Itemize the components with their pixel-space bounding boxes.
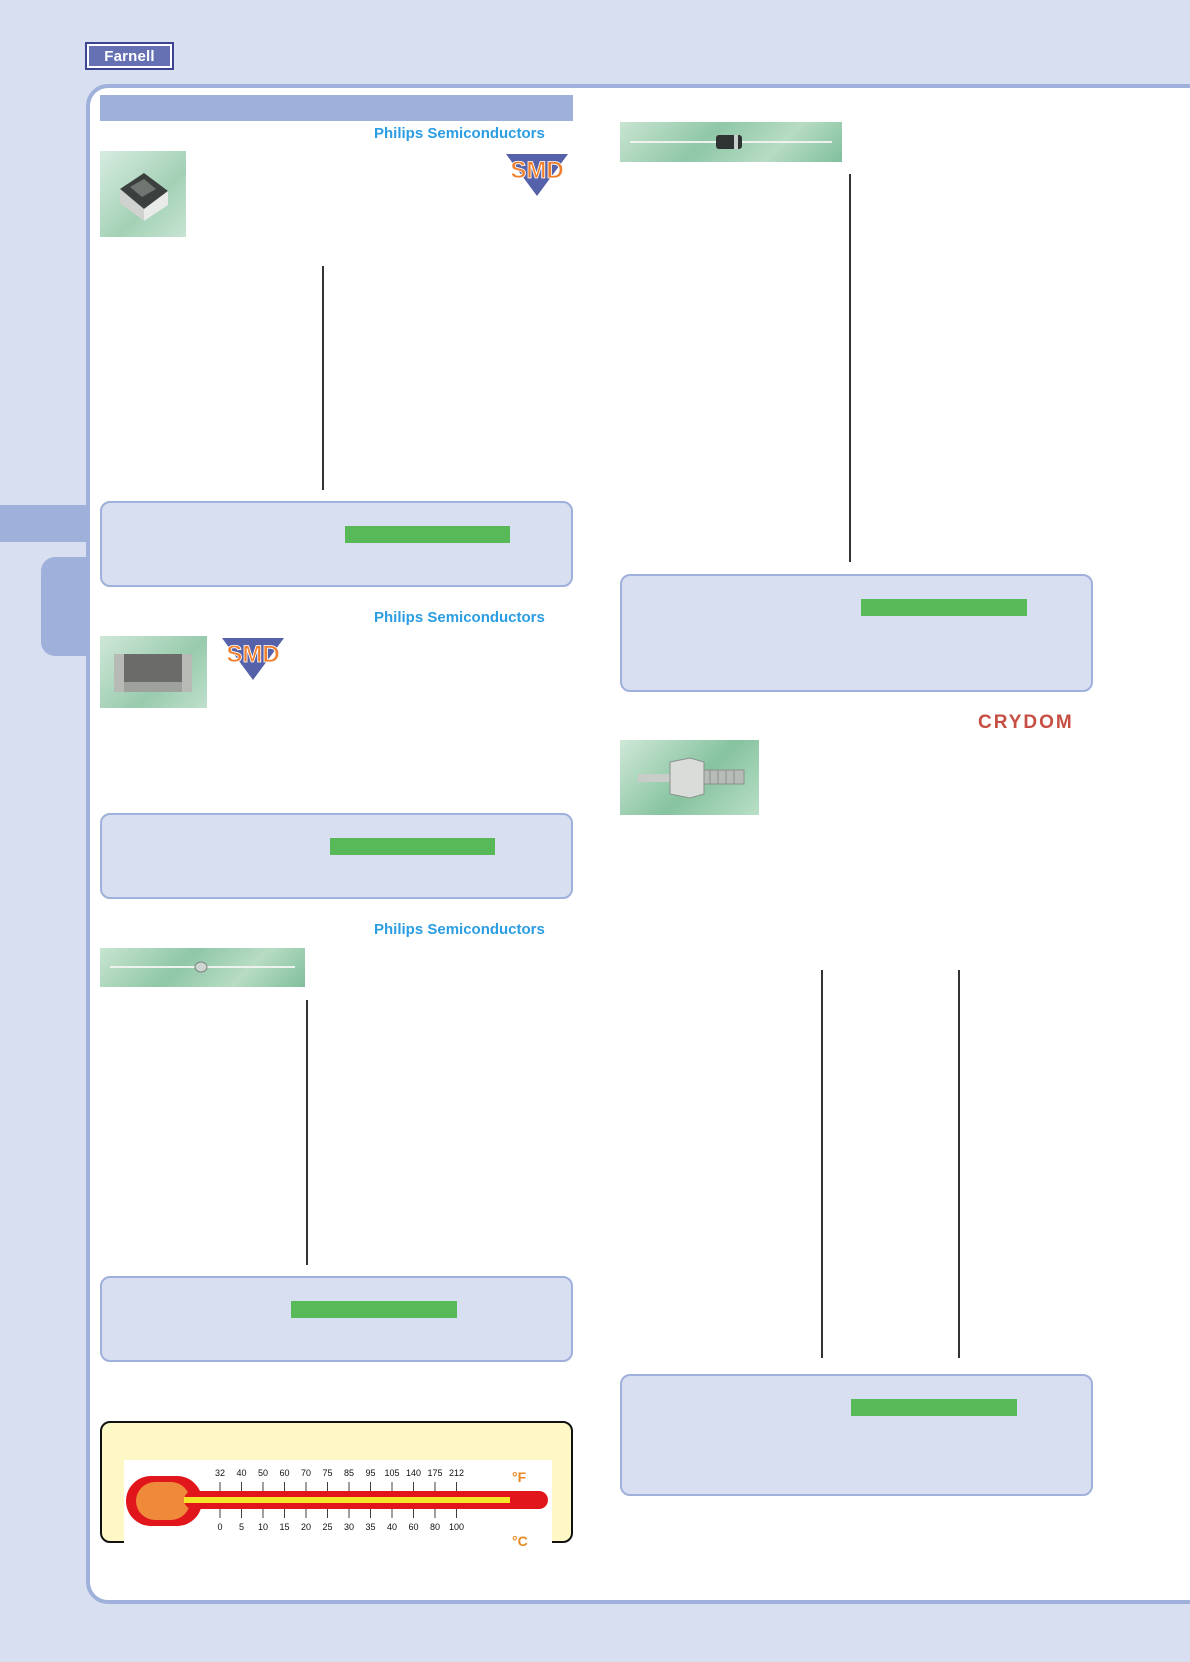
info-box-3 [100, 1276, 573, 1362]
celsius-tick-label: 80 [430, 1522, 440, 1532]
product-photo-stud-diode [620, 740, 759, 815]
celsius-tick-label: 20 [301, 1522, 311, 1532]
brand-philips-3: Philips Semiconductors [374, 921, 545, 938]
fahrenheit-tick-label: 75 [322, 1468, 332, 1478]
section-header-bar [100, 95, 573, 121]
fahrenheit-tick-label: 85 [344, 1468, 354, 1478]
fahrenheit-tick-label: 212 [449, 1468, 464, 1478]
column-divider-5a [821, 970, 823, 1358]
celsius-tick-label: 30 [344, 1522, 354, 1532]
fahrenheit-tick-group: 32 40 50 60 70 75 85 95 105 140 175 212 [215, 1468, 464, 1491]
thermometer-scale: 32 40 50 60 70 75 85 95 105 140 175 212 0 5 10 15 20 25 3… [124, 1460, 552, 1552]
fahrenheit-tick-label: 50 [258, 1468, 268, 1478]
side-section-tab[interactable] [41, 557, 93, 656]
thermometer-graphic: 32 40 50 60 70 75 85 95 105 140 175 212 0 5 10 15 20 25 3… [126, 1468, 548, 1549]
axial-diode-black-illustration [630, 135, 832, 149]
product-photo-axial-diode [100, 948, 305, 987]
celsius-tick-label: 15 [279, 1522, 289, 1532]
stud-diode-illustration [638, 757, 745, 799]
side-tab-strip [0, 505, 90, 542]
info-box-4 [620, 574, 1093, 692]
celsius-tick-label: 100 [449, 1522, 464, 1532]
celsius-unit-label: °C [512, 1533, 528, 1549]
info-box-5 [620, 1374, 1093, 1496]
info-box-1 [100, 501, 573, 587]
brand-crydom: CRYDOM [978, 712, 1074, 733]
product-photo-smd-diode [100, 636, 207, 708]
smd-diode-illustration [114, 654, 192, 692]
fahrenheit-tick-label: 95 [365, 1468, 375, 1478]
farnell-logo-text: Farnell [104, 47, 155, 65]
column-divider-1 [322, 266, 324, 490]
highlight-bar-4 [861, 599, 1027, 616]
thermometer-bulb-inner [136, 1482, 190, 1520]
fahrenheit-tick-label: 175 [427, 1468, 442, 1478]
smd-badge-2: SMD [222, 638, 284, 680]
fahrenheit-tick-label: 105 [384, 1468, 399, 1478]
fahrenheit-tick-label: 40 [236, 1468, 246, 1478]
celsius-tick-label: 35 [365, 1522, 375, 1532]
fahrenheit-unit-label: °F [512, 1469, 527, 1485]
highlight-bar-2 [330, 838, 495, 855]
celsius-tick-label: 40 [387, 1522, 397, 1532]
brand-philips-1: Philips Semiconductors [374, 125, 545, 142]
celsius-tick-group: 0 5 10 15 20 25 30 35 40 60 80 100 [217, 1509, 464, 1532]
smd-badge-1-label: SMD [510, 157, 563, 184]
product-photo-smd-chip [100, 151, 186, 237]
celsius-tick-label: 60 [408, 1522, 418, 1532]
column-divider-3 [306, 1000, 308, 1265]
highlight-bar-5 [851, 1399, 1017, 1416]
celsius-tick-label: 5 [239, 1522, 244, 1532]
info-box-2 [100, 813, 573, 899]
column-divider-5b [958, 970, 960, 1358]
highlight-bar-3 [291, 1301, 457, 1318]
farnell-logo: Farnell [85, 42, 174, 70]
fahrenheit-tick-label: 60 [279, 1468, 289, 1478]
fahrenheit-tick-label: 70 [301, 1468, 311, 1478]
highlight-bar-1 [345, 526, 510, 543]
celsius-tick-label: 25 [322, 1522, 332, 1532]
fahrenheit-tick-label: 140 [406, 1468, 421, 1478]
axial-diode-illustration [110, 961, 295, 973]
celsius-tick-label: 0 [217, 1522, 222, 1532]
smd-badge-1: SMD [506, 154, 568, 196]
brand-philips-2: Philips Semiconductors [374, 609, 545, 626]
column-divider-4 [849, 174, 851, 562]
celsius-tick-label: 10 [258, 1522, 268, 1532]
fahrenheit-tick-label: 32 [215, 1468, 225, 1478]
thermometer-mercury [184, 1497, 510, 1503]
smd-chip-illustration [120, 173, 168, 221]
smd-badge-2-label: SMD [226, 641, 279, 668]
product-photo-axial-diode-black [620, 122, 842, 162]
